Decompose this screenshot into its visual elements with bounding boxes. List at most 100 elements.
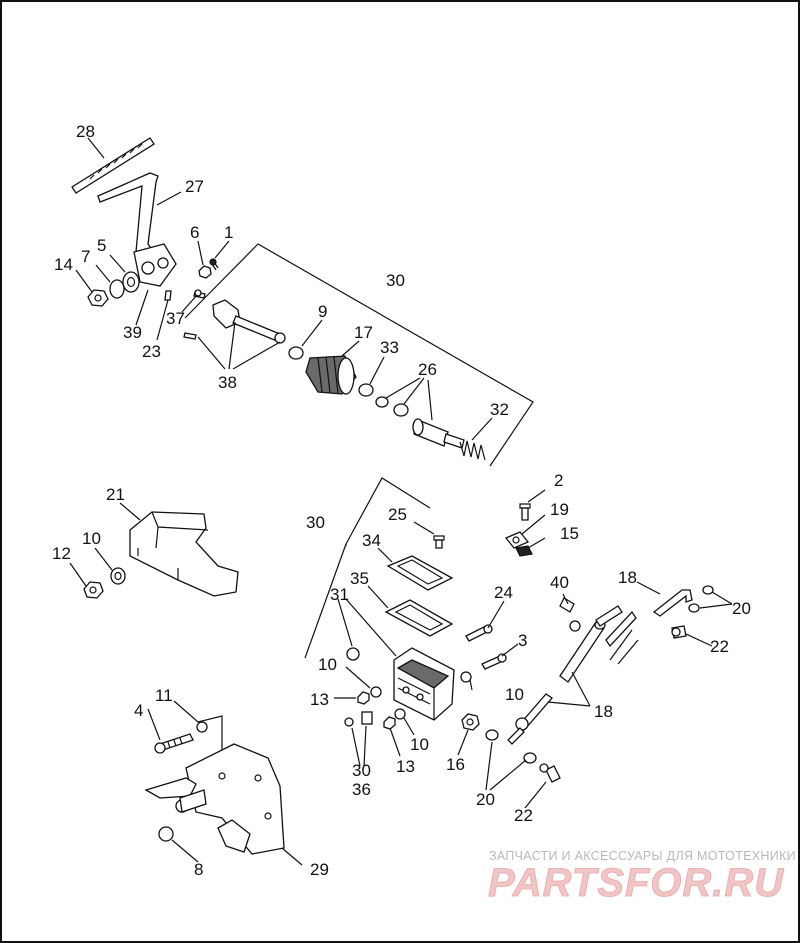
callout-6: 6	[190, 223, 199, 242]
callout-19: 19	[550, 500, 569, 519]
part-13-nut-a	[357, 691, 370, 705]
watermark: ЗАПЧАСТИ И АКСЕССУАРЫ ДЛЯ МОТОТЕХНИКИ PA…	[488, 849, 796, 905]
callout-13-right: 13	[396, 757, 415, 776]
part-18-shaft	[559, 605, 639, 683]
callout-25: 25	[388, 505, 407, 524]
callout-27: 27	[185, 177, 204, 196]
callout-10-mc-right: 10	[505, 685, 524, 704]
part-1-screw	[209, 258, 219, 271]
part-14-nut	[87, 289, 109, 307]
callout-29: 29	[310, 860, 329, 879]
part-33-washer	[358, 383, 374, 397]
part-13-nut-b	[383, 716, 396, 730]
callout-2: 2	[554, 471, 563, 490]
callout-35: 35	[350, 569, 369, 588]
part-18-rod	[507, 693, 553, 745]
callout-37: 37	[166, 309, 185, 328]
part-8-washer	[158, 826, 174, 842]
callout-32: 32	[490, 400, 509, 419]
callout-22-lower: 22	[514, 806, 533, 825]
part-10-washer-a-hole	[114, 571, 122, 581]
part-38-clevis	[183, 299, 286, 344]
callout-labels: 28 27 1 6 5 7 14 30 37 39 23 9 17 33 26 …	[52, 122, 751, 879]
callout-7: 7	[81, 247, 90, 266]
callout-13-left: 13	[310, 690, 329, 709]
part-5-washer-hole	[126, 276, 136, 288]
callout-30-lower: 30	[352, 761, 371, 780]
part-29-bracket	[144, 743, 285, 855]
part-3-bolt	[481, 653, 507, 670]
callout-5: 5	[97, 236, 106, 255]
watermark-tagline: ЗАПЧАСТИ И АКСЕССУАРЫ ДЛЯ МОТОТЕХНИКИ	[489, 849, 796, 863]
watermark-brand: PARTSFOR.RU	[488, 861, 784, 905]
part-9-washer	[288, 346, 304, 360]
part-25-screw	[433, 535, 445, 549]
callout-1: 1	[224, 223, 233, 242]
callout-34: 34	[362, 531, 381, 550]
callout-18-lower: 18	[594, 702, 613, 721]
part-40-fitting	[559, 597, 581, 632]
part-36-seal	[344, 717, 354, 727]
part-18-link	[652, 589, 693, 617]
callout-17: 17	[354, 323, 373, 342]
callout-9: 9	[318, 302, 327, 321]
callout-38: 38	[218, 373, 237, 392]
callout-20-bottom: 20	[476, 790, 495, 809]
part-10-washer-a	[110, 567, 126, 585]
callout-28: 28	[76, 122, 95, 141]
part-31-o-ring	[346, 647, 360, 661]
callout-18-upper: 18	[618, 568, 637, 587]
part-2-screw	[519, 503, 531, 521]
part-19-clamp	[504, 531, 530, 549]
part-10-washer-b	[460, 671, 472, 683]
part-20-washer-d	[688, 603, 700, 613]
callout-22-upper: 22	[710, 637, 729, 656]
callout-36: 36	[352, 780, 371, 799]
part-20-washer-c	[702, 585, 714, 595]
kit-30-bracket-lower-right	[345, 477, 431, 545]
part-10-washer-c	[370, 686, 382, 698]
callout-31: 31	[330, 585, 349, 604]
part-24-bolt	[465, 624, 493, 642]
part-master-cylinder-body	[393, 647, 455, 721]
part-30-sleeve	[361, 711, 373, 725]
part-26-piston	[412, 418, 465, 449]
part-23-pin	[164, 290, 172, 301]
part-7-washer	[109, 279, 125, 299]
callout-21: 21	[106, 485, 125, 504]
part-15-clip	[515, 545, 533, 557]
callout-40: 40	[550, 573, 569, 592]
leader-lines	[69, 137, 733, 866]
callout-30-upper: 30	[386, 271, 405, 290]
callout-11: 11	[155, 686, 173, 705]
callout-20-right: 20	[732, 599, 751, 618]
part-11-washer	[196, 721, 208, 733]
callout-4: 4	[134, 701, 143, 720]
part-32-spring	[459, 440, 486, 461]
callout-30-mid: 30	[306, 513, 325, 532]
callout-3: 3	[518, 631, 527, 650]
part-27-brake-pedal	[97, 172, 177, 287]
part-4-bolt	[154, 733, 194, 754]
callout-24: 24	[494, 583, 513, 602]
callout-33: 33	[380, 338, 399, 357]
callout-10-mc-left: 10	[318, 655, 337, 674]
part-12-nut	[83, 581, 104, 599]
part-35-gasket	[384, 599, 454, 637]
part-34-lid	[386, 555, 454, 591]
part-20-washer-b	[523, 752, 537, 764]
part-26-ring-b	[393, 403, 409, 417]
callout-10-left: 10	[82, 529, 101, 548]
callout-8: 8	[194, 860, 203, 879]
part-28-strip	[71, 137, 155, 194]
part-21-cover	[129, 511, 239, 597]
part-17-boot	[305, 355, 357, 395]
callout-12: 12	[52, 544, 71, 563]
callout-14: 14	[54, 255, 73, 274]
part-5-washer	[122, 271, 140, 293]
part-16-nut	[461, 713, 480, 731]
part-20-washer-a	[485, 729, 499, 741]
part-22-bolt-lower	[539, 763, 561, 783]
kit-30-bracket-lower-left	[304, 543, 347, 659]
